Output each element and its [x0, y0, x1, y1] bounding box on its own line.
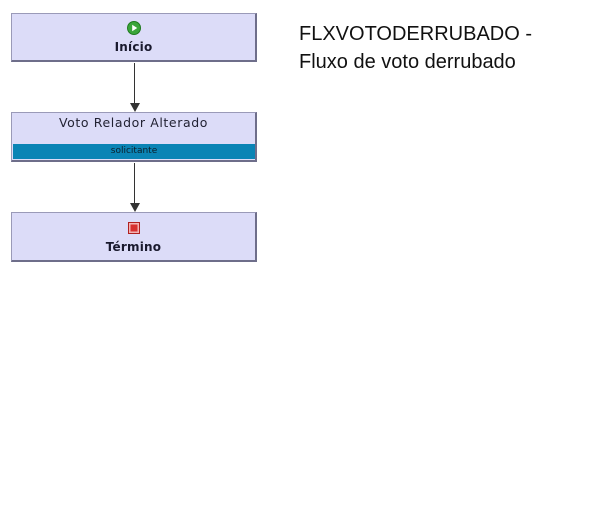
end-node-label: Término [105, 240, 162, 254]
task-role-bar: solicitante [13, 144, 255, 159]
end-node[interactable]: Término [11, 212, 257, 262]
connector-start-to-task [134, 63, 135, 105]
start-node[interactable]: Início [11, 13, 257, 62]
flow-title-code: FLXVOTODERRUBADO - [299, 23, 532, 45]
task-node-label: Voto Relador Alterado [59, 115, 208, 130]
arrow-head-icon [130, 103, 140, 112]
task-node[interactable]: Voto Relador Alterado solicitante [11, 112, 257, 162]
play-icon [126, 21, 141, 35]
arrow-head-icon [130, 203, 140, 212]
connector-task-to-end [134, 163, 135, 205]
start-node-label: Início [114, 40, 153, 54]
stop-icon [127, 222, 140, 234]
flow-title: FLXVOTODERRUBADO - Fluxo de voto derruba… [299, 20, 599, 76]
flow-title-description: Fluxo de voto derrubado [299, 51, 516, 73]
